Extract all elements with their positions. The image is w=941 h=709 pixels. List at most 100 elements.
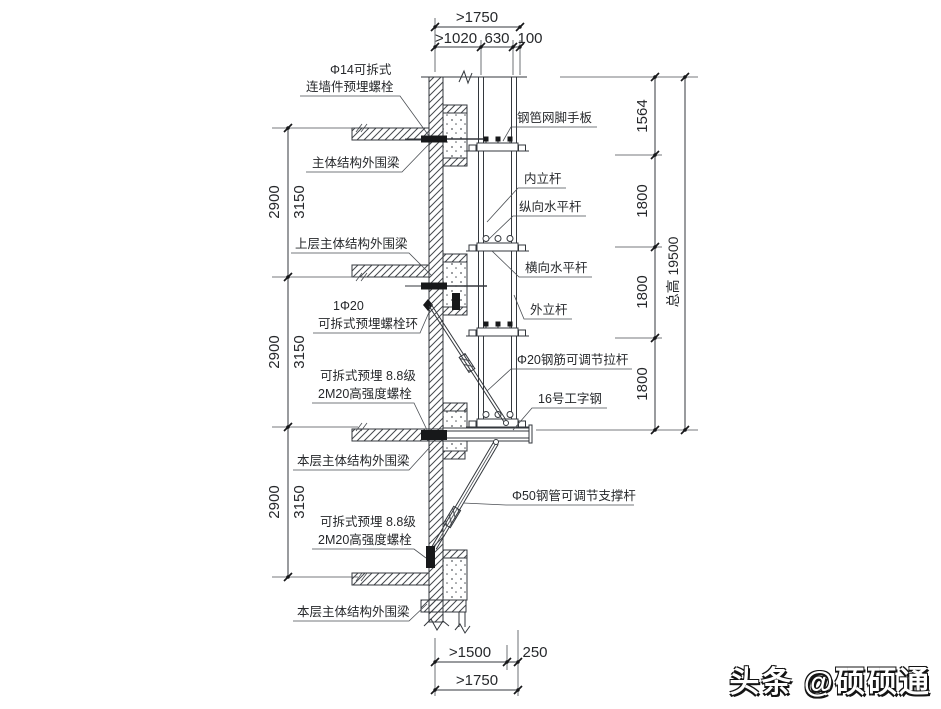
perimeter-beam-4: [442, 557, 468, 601]
dim-spacing-2: 3150: [291, 335, 308, 368]
svg-text:纵向水平杆: 纵向水平杆: [519, 199, 582, 214]
callout-this-beam-2: 本层主体结构外围梁: [293, 603, 428, 622]
callout-wall-tie-bolt: Φ14可拆式 连墙件预埋螺栓: [300, 62, 430, 137]
leader-line: [313, 309, 431, 334]
leader-line: [293, 603, 428, 622]
beam-ledge: [442, 402, 468, 412]
dim-bottom-overall: >1750: [456, 672, 498, 689]
svg-text:钢笆网脚手板: 钢笆网脚手板: [517, 110, 593, 125]
dim-spacing-1: 3150: [291, 185, 308, 218]
leader-line: [513, 294, 572, 320]
scaffold-board-1: [466, 136, 529, 152]
right-callouts: 钢笆网脚手板 内立杆 纵向水平杆 横向水平杆 外立杆 Φ20钢筋可调节拉杆 16…: [462, 110, 636, 506]
dim-top-seg3: 100: [517, 30, 542, 47]
slab-break-marks: [355, 123, 368, 582]
dim-top-seg1: >1020: [435, 30, 477, 47]
support-rod-wall-anchor: [426, 546, 435, 568]
callout-inner-pole: 内立杆: [486, 171, 566, 223]
leader-line: [293, 446, 431, 471]
dim-top-overall: >1750: [456, 9, 498, 26]
dim-lift-2: 1800: [634, 184, 651, 217]
callout-support-rod: Φ50钢管可调节支撑杆: [462, 488, 636, 506]
leader-line: [306, 141, 432, 173]
svg-text:Φ20钢筋可调节拉杆: Φ20钢筋可调节拉杆: [517, 352, 629, 367]
dim-lift-3: 1800: [634, 275, 651, 308]
bottom-dimensions: >1500 250 >1750: [430, 630, 548, 696]
svg-text:外立杆: 外立杆: [530, 302, 568, 317]
dim-total-height: 总高 19500: [665, 236, 681, 307]
dim-floor-height-1: 2900: [266, 185, 283, 218]
svg-text:1Φ20: 1Φ20: [333, 299, 364, 313]
callout-tie-rod: Φ20钢筋可调节拉杆: [486, 352, 632, 392]
leader-line: [312, 402, 428, 431]
beam-ledge: [442, 157, 468, 167]
leader-line: [291, 252, 433, 277]
stub-break-mark: [454, 623, 471, 634]
left-callouts: Φ14可拆式 连墙件预埋螺栓 主体结构外围梁 上层主体结构外围梁 1Φ20 可拆…: [291, 62, 433, 622]
i-beam: [421, 424, 533, 444]
scaffold-board-2: [466, 235, 529, 252]
leader-line: [491, 250, 592, 278]
embedded-ring-bar: [452, 293, 460, 310]
svg-text:可拆式预埋 8.8级: 可拆式预埋 8.8级: [320, 514, 416, 529]
leader-line: [486, 368, 632, 392]
wall-column: [428, 76, 444, 623]
leader-line: [300, 95, 430, 137]
callout-upper-beam: 上层主体结构外围梁: [291, 236, 433, 277]
tie-rod-pin: [503, 420, 509, 426]
callout-trans-bar: 横向水平杆: [491, 250, 592, 278]
wall-tie-1: [405, 135, 487, 143]
dim-spacing-3: 3150: [291, 485, 308, 518]
callout-outer-pole: 外立杆: [513, 294, 572, 320]
svg-text:主体结构外围梁: 主体结构外围梁: [312, 155, 400, 170]
svg-text:Φ14可拆式: Φ14可拆式: [330, 62, 392, 77]
leader-line: [486, 187, 566, 223]
callout-board: 钢笆网脚手板: [502, 110, 597, 142]
bottom-beam-ledge: [420, 599, 467, 613]
support-rod-turnbuckle: [442, 505, 462, 529]
callout-hs-bolt-1: 可拆式预埋 8.8级 2M20高强度螺栓: [312, 368, 428, 431]
i-beam-wall-anchor: [421, 430, 447, 440]
beam-ledge: [442, 549, 468, 559]
wall-tie-2: [405, 282, 487, 290]
tie-rod: [423, 293, 509, 426]
dim-floor-height-3: 2900: [266, 485, 283, 518]
leader-line: [488, 215, 586, 240]
svg-text:可拆式预埋 8.8级: 可拆式预埋 8.8级: [320, 368, 416, 383]
floor-slab-4: [351, 572, 430, 586]
top-break-mark: [458, 69, 473, 85]
top-dimensions: >1750 >1020 630 100: [430, 9, 543, 75]
scaffold-board-3: [466, 321, 529, 337]
floor-slab-2: [351, 264, 430, 278]
svg-text:横向水平杆: 横向水平杆: [525, 260, 588, 275]
leader-line: [462, 502, 634, 506]
svg-text:内立杆: 内立杆: [524, 171, 562, 186]
dim-bottom-seg1: >1500: [449, 644, 491, 661]
callout-hs-bolt-2: 可拆式预埋 8.8级 2M20高强度螺栓: [312, 514, 427, 559]
i-beam-end-plate: [528, 424, 533, 444]
svg-text:本层主体结构外围梁: 本层主体结构外围梁: [297, 453, 410, 468]
dim-top-seg2: 630: [484, 30, 509, 47]
dim-floor-height-2: 2900: [266, 335, 283, 368]
beam-ledge: [442, 104, 468, 114]
dim-bottom-seg2: 250: [522, 644, 547, 661]
left-dimensions: 2900 3150 2900 3150 2900 3150: [266, 123, 368, 582]
wall-structure: [351, 69, 527, 634]
floor-slab-1: [351, 127, 430, 141]
svg-text:2M20高强度螺栓: 2M20高强度螺栓: [318, 386, 412, 401]
leader-line: [312, 548, 427, 559]
support-rod: [426, 439, 499, 568]
svg-text:16号工字钢: 16号工字钢: [538, 391, 602, 406]
dim-lift-1: 1564: [634, 99, 651, 132]
svg-text:连墙件预埋螺栓: 连墙件预埋螺栓: [306, 79, 394, 94]
svg-text:2M20高强度螺栓: 2M20高强度螺栓: [318, 532, 412, 547]
callout-ring-bolt: 1Φ20 可拆式预埋螺栓环: [313, 299, 431, 334]
svg-text:上层主体结构外围梁: 上层主体结构外围梁: [295, 236, 408, 251]
beam-ledge: [442, 450, 466, 460]
callout-long-bar: 纵向水平杆: [488, 199, 586, 240]
support-rod-pin: [493, 439, 499, 445]
leader-line: [512, 407, 607, 431]
leader-line: [502, 126, 597, 142]
watermark: 头条 @硕硕通: [729, 666, 931, 699]
